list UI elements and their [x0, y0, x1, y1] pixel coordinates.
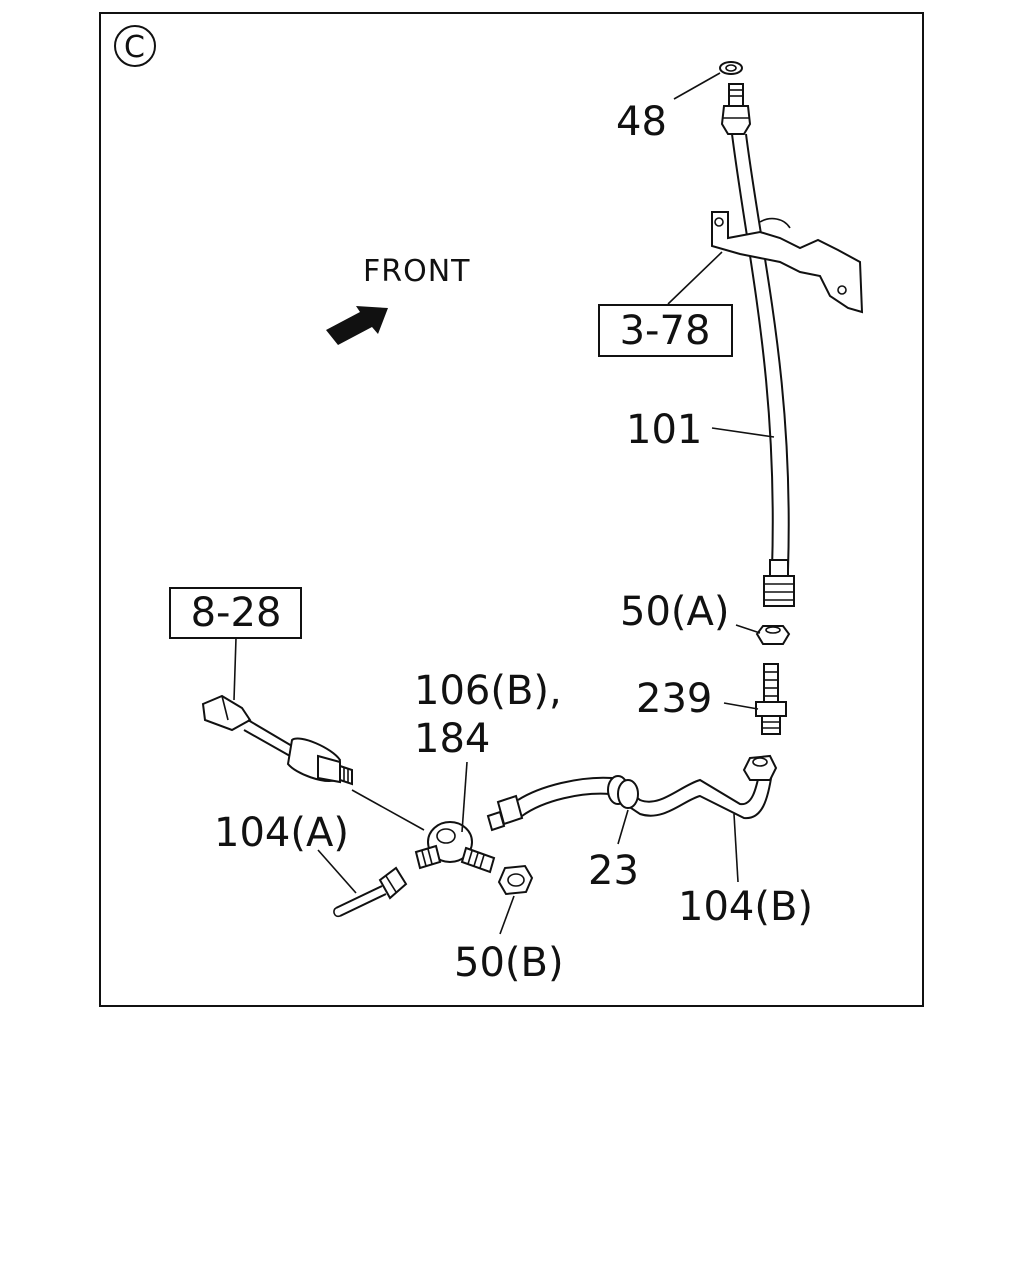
callout-8-28: 8-28 — [191, 590, 282, 636]
callout-50b: 50(B) — [454, 940, 564, 986]
leader-8-28 — [233, 637, 237, 701]
callout-3-78: 3-78 — [620, 308, 711, 354]
callout-106b: 106(B), — [414, 668, 562, 714]
leader-239 — [723, 702, 759, 710]
callout-239: 239 — [636, 676, 712, 722]
callout-101: 101 — [626, 407, 702, 453]
washer-48 — [719, 61, 743, 75]
section-marker-label: C — [124, 30, 146, 65]
callout-50a: 50(A) — [620, 589, 729, 635]
leader-106b-184 — [461, 761, 468, 833]
ref-box-3-78 — [598, 304, 733, 357]
union-joint-106b-184 — [414, 821, 496, 874]
leader-50a — [735, 624, 761, 634]
bolt-239 — [755, 663, 787, 735]
diagram-frame — [99, 12, 924, 1007]
hose-101 — [720, 83, 795, 607]
callout-48: 48 — [616, 99, 667, 145]
leader-23 — [617, 809, 629, 845]
bracket — [711, 211, 864, 314]
clip-23 — [607, 775, 639, 809]
pipe-104b — [486, 754, 778, 832]
front-label: FRONT — [363, 254, 470, 289]
callout-184: 184 — [414, 716, 490, 762]
callout-23: 23 — [588, 848, 639, 894]
callout-104a: 104(A) — [214, 810, 349, 856]
leader-104a — [317, 849, 357, 894]
pipe-104a — [333, 866, 408, 918]
front-arrow-icon — [326, 306, 388, 345]
section-marker: C — [114, 25, 156, 67]
leader-101 — [711, 427, 775, 438]
nut-50b — [497, 864, 534, 896]
leader-48 — [673, 72, 721, 100]
leader-sensor — [351, 789, 425, 831]
leader-3-78 — [667, 251, 723, 305]
callout-104b: 104(B) — [678, 884, 813, 930]
leader-50b — [499, 895, 515, 935]
nut-50a — [755, 625, 791, 645]
leader-104b — [733, 813, 739, 883]
pressure-sensor — [201, 694, 353, 786]
